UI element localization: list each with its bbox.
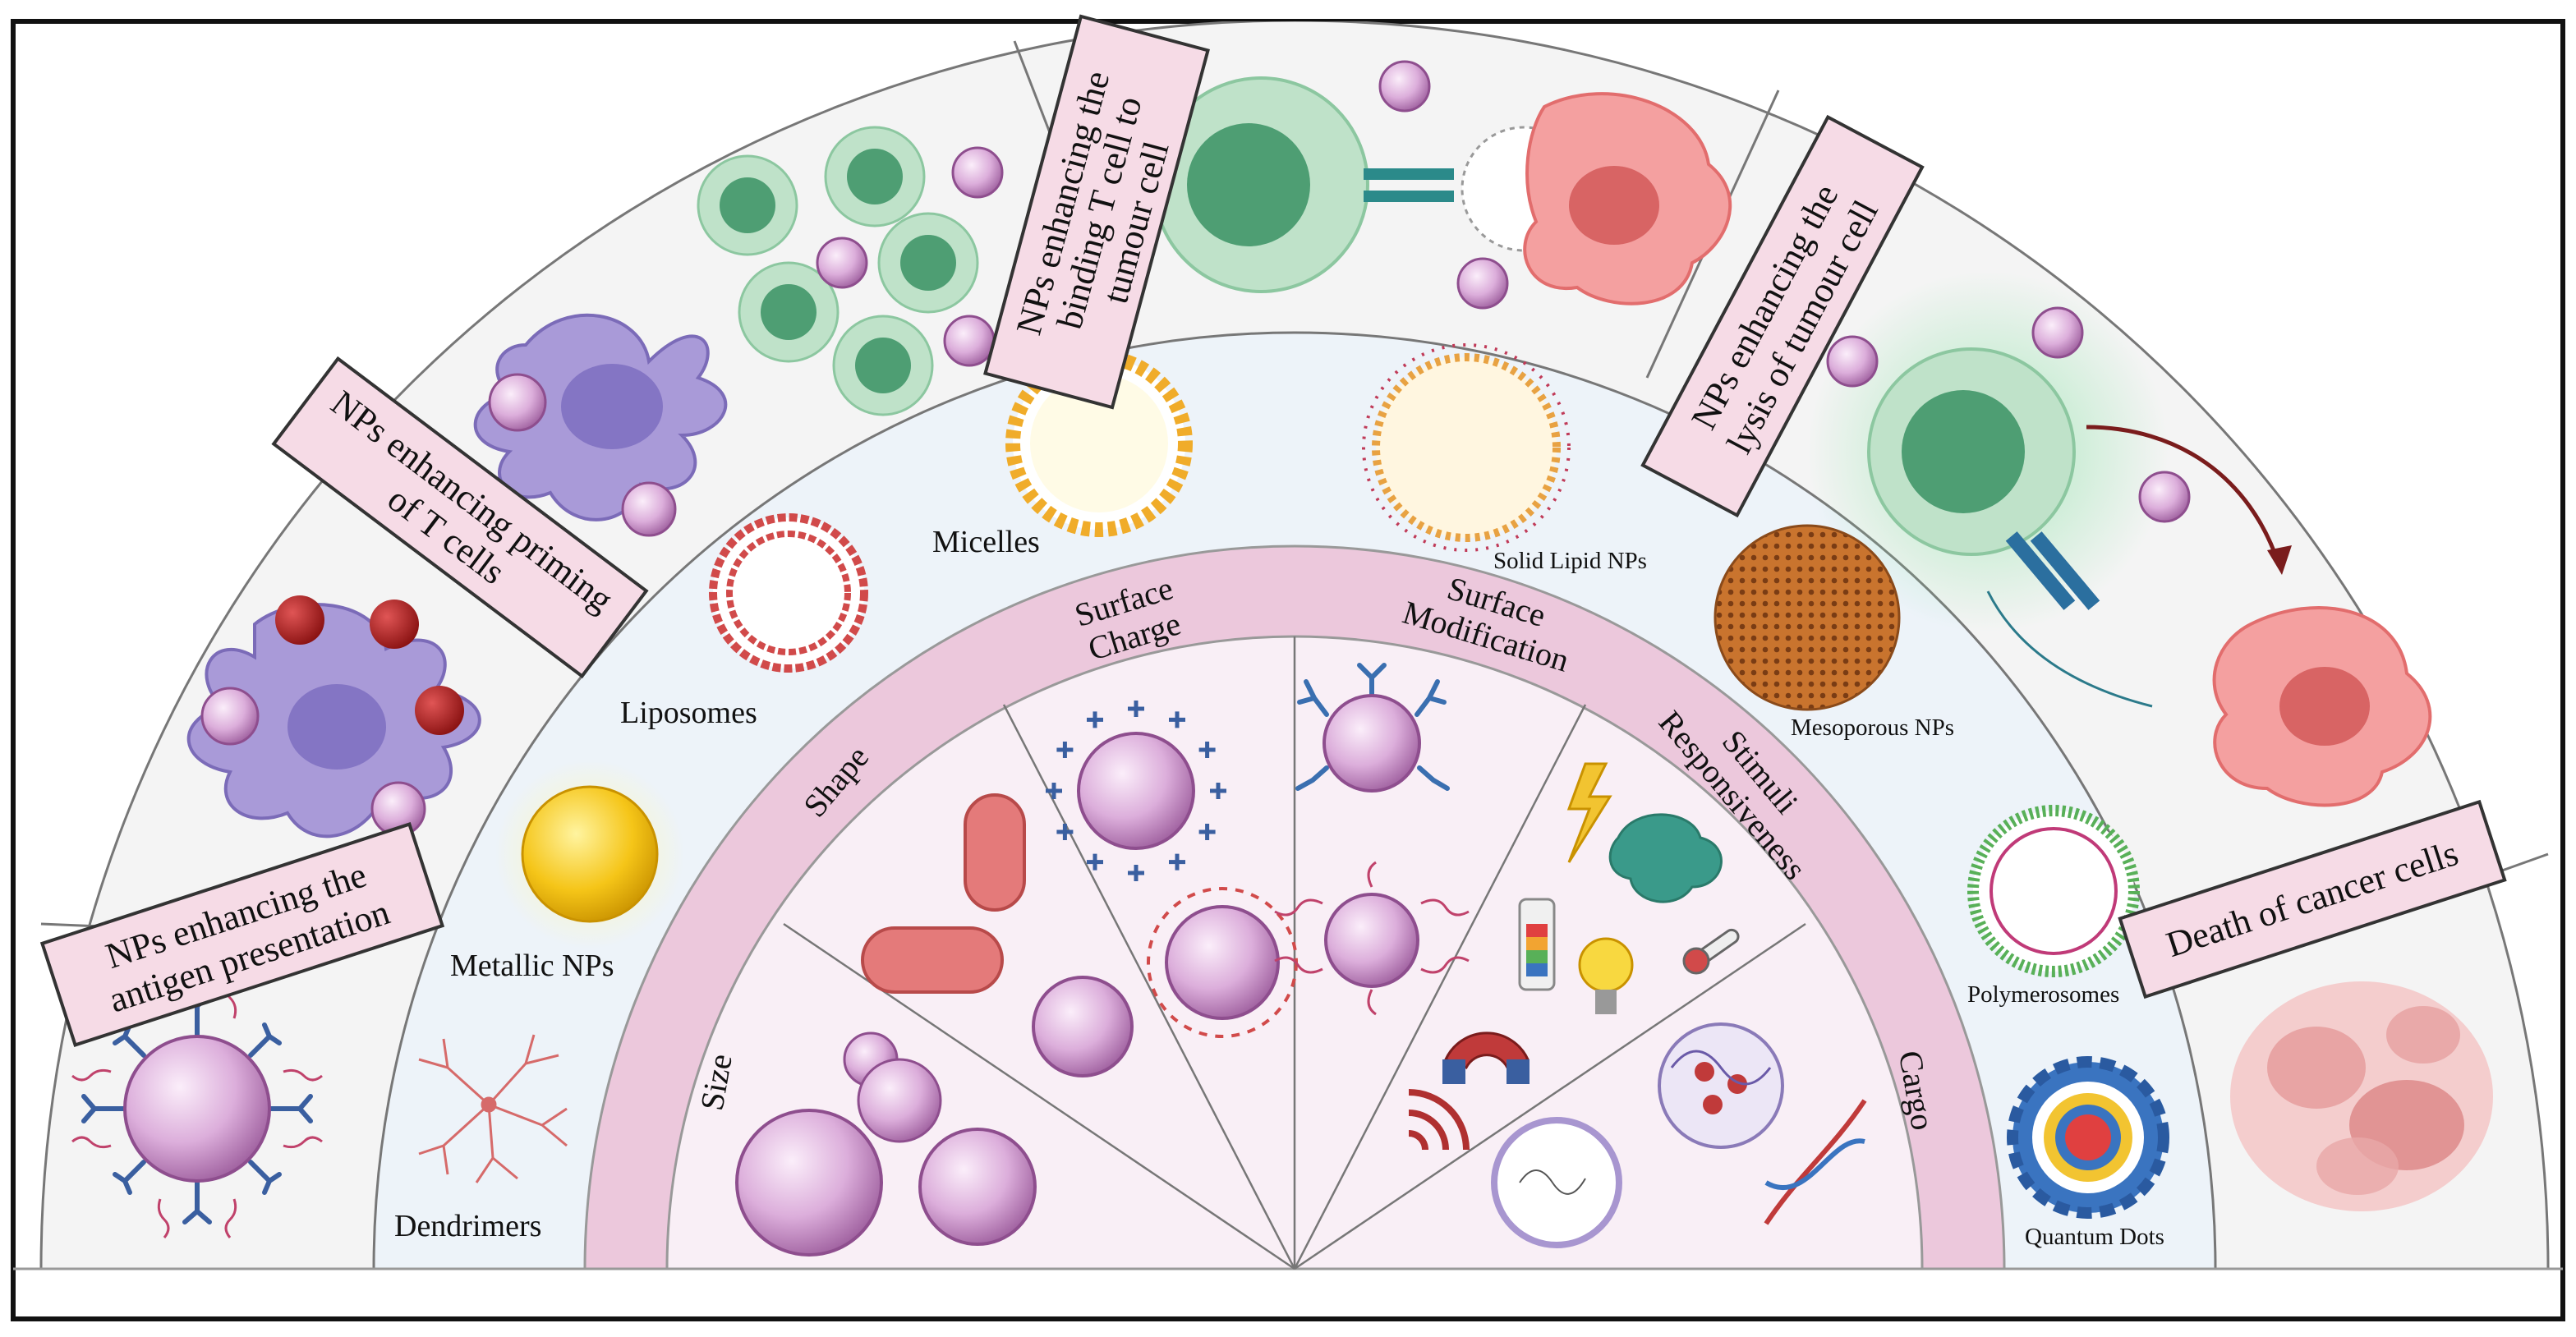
label-mesoporous-nps: Mesoporous NPs — [1791, 714, 1954, 741]
plus-sign-icon — [1128, 701, 1144, 717]
label-metallic-nps: Metallic NPs — [450, 949, 614, 983]
surface-charge-icon — [1077, 732, 1298, 1038]
label-solid-lipid-nps: Solid Lipid NPs — [1493, 548, 1647, 574]
cargo-vesicle-icon — [1491, 1117, 1622, 1248]
solid-lipid-np-icon — [1362, 343, 1571, 552]
plus-sign-icon — [1210, 783, 1226, 799]
plus-sign-icon — [1056, 742, 1074, 758]
plus-sign-icon — [1087, 711, 1103, 728]
ph-tube-icon — [1518, 898, 1556, 991]
dendrimer-icon — [418, 1034, 568, 1183]
surface-modification-icon — [1274, 663, 1470, 1016]
antigen-presenting-cell-icon — [186, 595, 481, 838]
label-quantum-dots: Quantum Dots — [2025, 1224, 2164, 1250]
plus-sign-icon — [1128, 865, 1144, 881]
positive-charges-icon — [1046, 701, 1226, 881]
label-dendrimers: Dendrimers — [394, 1209, 541, 1243]
dead-cancer-cells-icon — [2230, 981, 2493, 1211]
light-bulb-icon — [1578, 937, 1634, 1014]
cargo-nucleic-acid-np-icon — [1658, 1022, 1784, 1149]
quantum-dot-icon — [2007, 1056, 2169, 1219]
plus-sign-icon — [1169, 853, 1185, 871]
thermometer-icon — [1682, 928, 1740, 975]
plus-sign-icon — [1087, 853, 1103, 871]
dna-icon — [1764, 1099, 1867, 1225]
shape-rods-icon — [861, 793, 1134, 1077]
mesoporous-np-icon — [1714, 524, 1901, 711]
plus-sign-icon — [1056, 824, 1074, 840]
plus-sign-icon — [1169, 711, 1185, 728]
t-cells-cluster-icon — [697, 126, 1004, 416]
plus-sign-icon — [1198, 742, 1216, 758]
liposome-icon — [709, 513, 868, 673]
label-liposomes: Liposomes — [620, 696, 757, 730]
label-polymerosomes: Polymerosomes — [1967, 981, 2119, 1008]
label-micelles: Micelles — [932, 525, 1040, 559]
priming-apc-icon — [473, 313, 728, 537]
polymerosome-icon — [1967, 805, 2140, 977]
t-cell-binding-icon — [1152, 60, 1732, 310]
micelle-icon — [1005, 350, 1193, 537]
lightning-icon — [1566, 762, 1612, 863]
ultrasound-icon — [1408, 1089, 1470, 1151]
plus-sign-icon — [1046, 783, 1062, 799]
antigen-np-icon — [71, 979, 323, 1238]
lysis-t-cell-icon — [1807, 271, 2432, 807]
magnet-icon — [1442, 1031, 1530, 1084]
enzyme-icon — [1608, 813, 1723, 903]
size-spheres-icon — [735, 1031, 1037, 1257]
metallic-np-icon — [495, 760, 684, 949]
plus-sign-icon — [1198, 824, 1216, 840]
